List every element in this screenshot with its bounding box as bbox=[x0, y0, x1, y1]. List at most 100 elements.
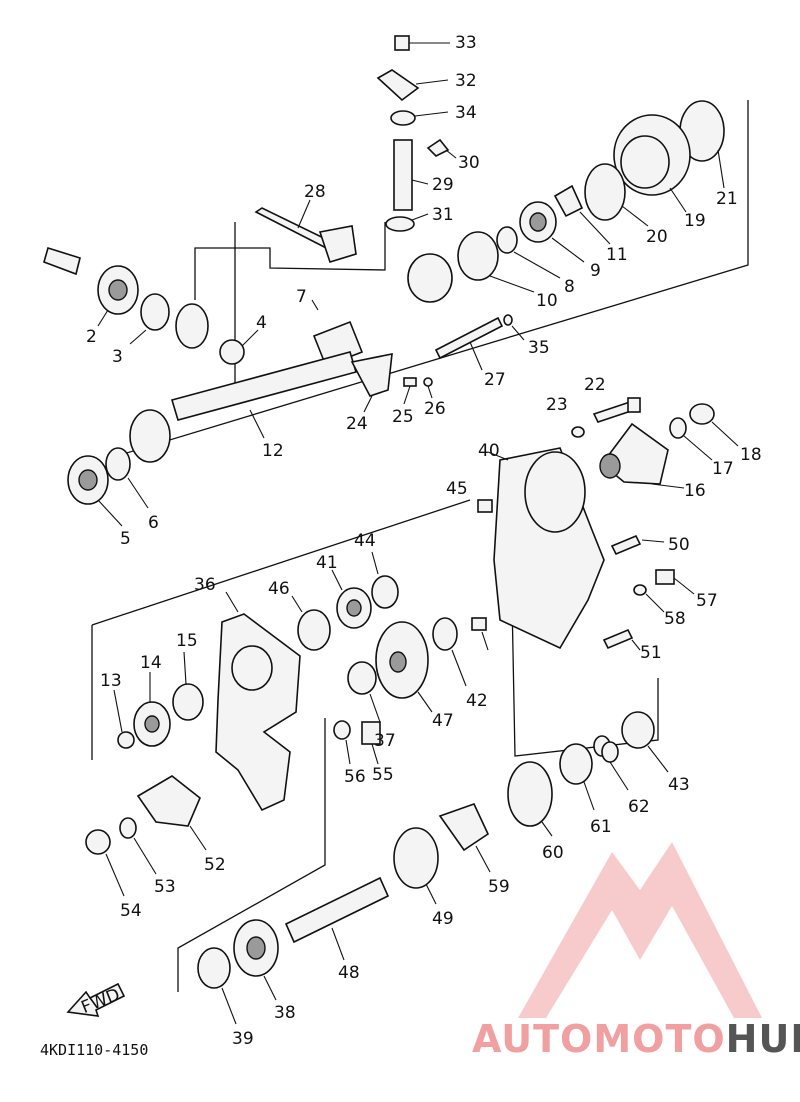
callout-47: 47 bbox=[432, 711, 454, 731]
part-33-bolt bbox=[394, 35, 450, 51]
part-11-clip bbox=[553, 184, 611, 245]
part-bevel-pinion bbox=[175, 303, 209, 349]
part-26-ball bbox=[423, 377, 433, 399]
part-61-collar bbox=[559, 743, 595, 811]
part-53-washer bbox=[119, 817, 157, 875]
callout-40: 40 bbox=[478, 441, 500, 461]
part-44-seal bbox=[371, 551, 399, 609]
callout-38: 38 bbox=[274, 1003, 296, 1023]
part-19-housing bbox=[613, 114, 691, 213]
part-12-shaft bbox=[170, 351, 358, 439]
callout-14: 14 bbox=[140, 653, 162, 673]
callout-23: 23 bbox=[546, 395, 568, 415]
callout-25: 25 bbox=[392, 407, 414, 427]
callout-34: 34 bbox=[455, 103, 477, 123]
part-59-fork bbox=[438, 803, 491, 873]
part-20-oring bbox=[584, 163, 649, 227]
callout-15: 15 bbox=[176, 631, 198, 651]
part-24-fork bbox=[350, 353, 393, 413]
part-39-seal bbox=[197, 947, 237, 1025]
part-14-bearing bbox=[133, 672, 171, 747]
callout-5: 5 bbox=[120, 529, 131, 549]
callout-59: 59 bbox=[488, 877, 510, 897]
callout-30: 30 bbox=[458, 153, 480, 173]
callout-49: 49 bbox=[432, 909, 454, 929]
callout-57: 57 bbox=[696, 591, 718, 611]
part-6-shim bbox=[105, 447, 149, 509]
callout-29: 29 bbox=[432, 175, 454, 195]
callout-24: 24 bbox=[346, 414, 368, 434]
part-31-washer bbox=[385, 213, 429, 232]
callout-17: 17 bbox=[712, 459, 734, 479]
part-ring-gear bbox=[129, 409, 171, 463]
part-51-bolt bbox=[602, 628, 641, 651]
callout-58: 58 bbox=[664, 609, 686, 629]
part-30-clip bbox=[426, 138, 457, 159]
watermark-part2: HUB bbox=[726, 1017, 800, 1061]
part-48-shaft bbox=[284, 876, 390, 961]
callout-50: 50 bbox=[668, 535, 690, 555]
automotohub-watermark: AUTOMOTOHUB bbox=[472, 842, 800, 1061]
part-36-cover bbox=[215, 591, 301, 812]
part-57-bolt bbox=[655, 569, 695, 595]
part-28-rod bbox=[254, 199, 357, 263]
part-32-bracket bbox=[376, 69, 449, 102]
callout-9: 9 bbox=[590, 261, 601, 281]
part-60-spring bbox=[507, 761, 553, 837]
part-42-bearing bbox=[432, 617, 467, 687]
part-45-dowel-lower bbox=[471, 617, 489, 651]
callout-2: 2 bbox=[86, 327, 97, 347]
part-34-washer bbox=[390, 110, 449, 126]
callout-10: 10 bbox=[536, 291, 558, 311]
callout-22: 22 bbox=[584, 375, 606, 395]
callout-56: 56 bbox=[344, 767, 366, 787]
part-35-pin bbox=[503, 314, 525, 341]
callout-37: 37 bbox=[374, 731, 396, 751]
part-input-shaft-stub bbox=[43, 246, 81, 276]
callout-16: 16 bbox=[684, 481, 706, 501]
part-49-gear bbox=[393, 827, 439, 905]
fwd-label: FWD bbox=[79, 985, 123, 1018]
callout-21: 21 bbox=[716, 189, 738, 209]
part-5-bearing bbox=[67, 455, 123, 527]
part-40-case bbox=[487, 447, 605, 650]
callout-42: 42 bbox=[466, 691, 488, 711]
callout-4: 4 bbox=[256, 313, 267, 333]
callout-54: 54 bbox=[120, 901, 142, 921]
part-43-bearing bbox=[621, 711, 669, 773]
part-8-shim bbox=[496, 226, 561, 279]
watermark-logo-icon bbox=[518, 842, 762, 1018]
part-17-washer bbox=[669, 417, 713, 461]
callout-44: 44 bbox=[354, 531, 376, 551]
watermark-text: AUTOMOTOHUB bbox=[472, 1017, 800, 1061]
callout-26: 26 bbox=[424, 399, 446, 419]
watermark-part1: AUTOMOTO bbox=[472, 1017, 726, 1061]
part-13-clip bbox=[113, 689, 135, 749]
part-4-nut bbox=[219, 329, 259, 365]
part-56-washer bbox=[333, 720, 351, 765]
callout-46: 46 bbox=[268, 579, 290, 599]
part-27-shaft bbox=[434, 316, 504, 371]
part-2-bearing bbox=[97, 265, 139, 327]
callout-20: 20 bbox=[646, 227, 668, 247]
part-3-shim bbox=[129, 293, 170, 345]
callout-18: 18 bbox=[740, 445, 762, 465]
callout-6: 6 bbox=[148, 513, 159, 533]
callout-3: 3 bbox=[112, 347, 123, 367]
part-10-gear bbox=[457, 231, 535, 293]
callout-33: 33 bbox=[455, 33, 477, 53]
part-41-bearing bbox=[331, 569, 372, 629]
part-62-clips bbox=[593, 735, 629, 791]
part-54-nut bbox=[85, 829, 125, 897]
part-52-yoke bbox=[136, 775, 207, 851]
part-15-seal bbox=[172, 651, 204, 721]
callout-27: 27 bbox=[484, 370, 506, 390]
callout-13: 13 bbox=[100, 671, 122, 691]
callout-19: 19 bbox=[684, 211, 706, 231]
part-bevel-gear bbox=[407, 253, 453, 303]
callout-43: 43 bbox=[668, 775, 690, 795]
callout-53: 53 bbox=[154, 877, 176, 897]
